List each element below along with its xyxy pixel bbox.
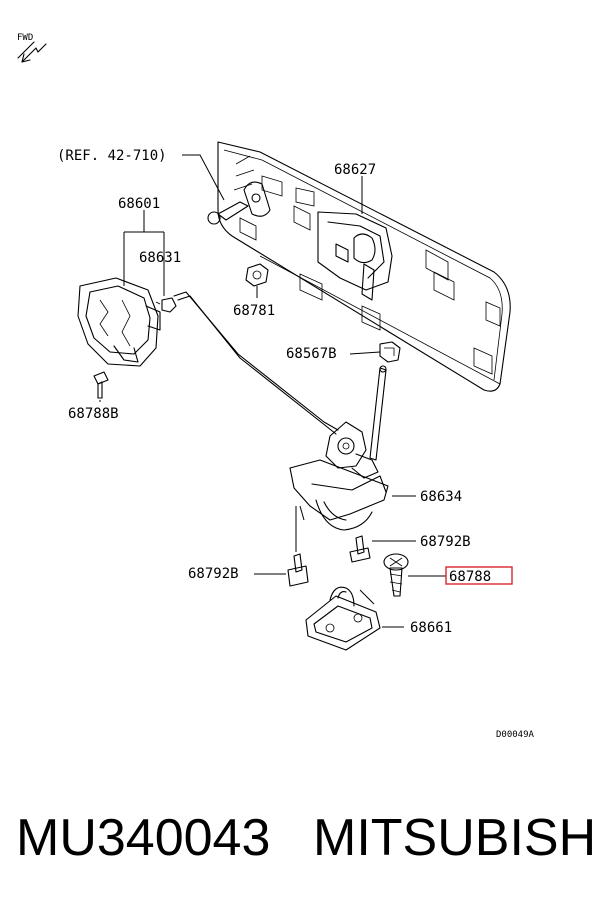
label-68631: 68631 bbox=[139, 250, 181, 266]
label-68661: 68661 bbox=[410, 620, 452, 636]
label-68627: 68627 bbox=[334, 162, 376, 178]
label-68788: 68788 bbox=[449, 569, 491, 585]
screw-68788 bbox=[383, 553, 409, 597]
clip-68567b bbox=[379, 341, 401, 363]
clip-68631 bbox=[155, 297, 177, 313]
handle-assembly-68627 bbox=[317, 211, 393, 301]
linkage-rod-lower bbox=[173, 291, 387, 461]
label-68781: 68781 bbox=[233, 303, 275, 319]
fwd-label: FWD bbox=[17, 33, 33, 43]
tailgate-latch-68634 bbox=[289, 421, 389, 531]
highlight-box-68788 bbox=[445, 566, 513, 585]
diagram-code: D00049A bbox=[496, 730, 535, 740]
parts-diagram: FWD (REF. 42-710) bbox=[17, 33, 535, 740]
leader-striker bbox=[359, 589, 375, 605]
label-68792b-right: 68792B bbox=[420, 534, 471, 550]
label-68634: 68634 bbox=[420, 489, 462, 505]
bolt-68792b-right bbox=[349, 535, 371, 563]
striker-68661 bbox=[305, 586, 381, 651]
leader-68601 bbox=[123, 210, 165, 296]
fwd-arrow-icon bbox=[17, 41, 47, 63]
bolt-68792b-left bbox=[287, 553, 309, 587]
ref-label: (REF. 42-710) bbox=[57, 148, 167, 164]
brand-name: MITSUBISHI bbox=[313, 809, 600, 867]
screw-68788b bbox=[93, 371, 109, 399]
label-68567b: 68567B bbox=[286, 346, 337, 362]
label-68788b: 68788B bbox=[68, 406, 119, 422]
linkage-rod-upper bbox=[207, 181, 271, 225]
caption-bar: MU340043 MITSUBISHI bbox=[0, 800, 600, 880]
leader-68567b bbox=[349, 351, 381, 355]
tailgate-panel bbox=[217, 141, 511, 392]
label-68601: 68601 bbox=[118, 196, 160, 212]
label-68792b-left: 68792B bbox=[188, 566, 239, 582]
leader-latch-bracket bbox=[295, 505, 305, 552]
lock-actuator-68601 bbox=[77, 277, 161, 367]
part-number: MU340043 bbox=[16, 809, 271, 867]
grommet-68781 bbox=[245, 263, 269, 287]
